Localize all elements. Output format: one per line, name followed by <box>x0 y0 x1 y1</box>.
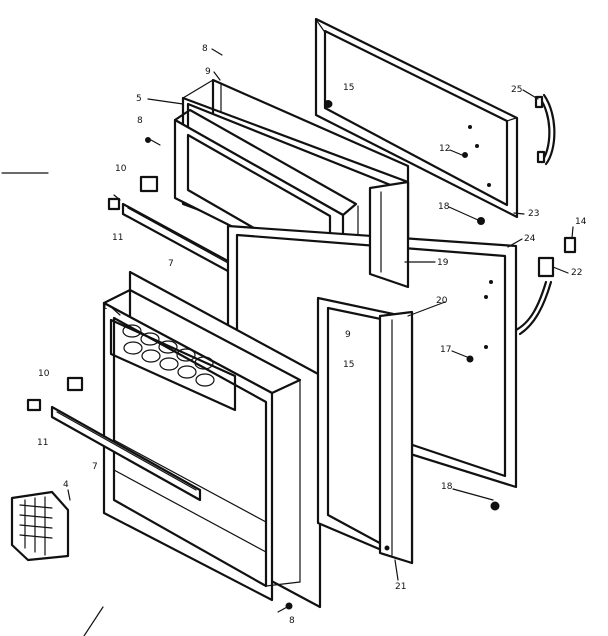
callout-4: 4 <box>63 480 69 490</box>
callout-8c: 8 <box>289 616 295 626</box>
freezer-door-outer-panel <box>314 17 519 225</box>
callout-7a: 7 <box>168 259 174 269</box>
callout-22: 22 <box>571 268 582 278</box>
stray-line-bottom <box>83 606 104 636</box>
callout-23: 23 <box>528 209 539 219</box>
callout-8b: 8 <box>137 116 143 126</box>
callout-12: 12 <box>439 144 450 154</box>
leader-lines <box>67 48 574 581</box>
callout-11a: 11 <box>112 233 123 243</box>
callout-7b: 7 <box>92 462 98 472</box>
callout-18b: 18 <box>441 482 453 492</box>
callout-17: 17 <box>440 345 451 355</box>
callout-10a: 10 <box>115 164 127 174</box>
callout-24: 24 <box>524 234 536 244</box>
fresh-food-door-handle <box>514 236 577 336</box>
callout-25: 25 <box>511 85 522 95</box>
callout-labels: 1 4 5 7 7 8 8 8 9 9 10 10 11 11 12 14 15… <box>37 44 587 626</box>
callout-14: 14 <box>575 217 587 227</box>
callout-21: 21 <box>395 582 406 592</box>
callout-9a: 9 <box>205 67 211 77</box>
bushing-icon <box>325 100 333 108</box>
callout-15b: 15 <box>343 360 354 370</box>
callout-18a: 18 <box>438 202 450 212</box>
callout-15a: 15 <box>343 83 354 93</box>
callout-5: 5 <box>136 94 142 104</box>
callout-10b: 10 <box>38 369 50 379</box>
door-shelf-rail-lower <box>26 376 202 502</box>
freezer-door-gasket <box>368 180 410 289</box>
callout-9b: 9 <box>345 330 351 340</box>
callout-1: 1 <box>102 302 108 312</box>
fresh-food-door-gasket <box>316 296 414 565</box>
callout-8a: 8 <box>202 44 208 54</box>
freezer-door-handle <box>534 93 556 166</box>
fresh-food-door-liner <box>102 270 322 609</box>
callout-11b: 11 <box>37 438 48 448</box>
callout-20: 20 <box>436 296 448 306</box>
grille <box>10 490 70 562</box>
callout-19: 19 <box>437 258 449 268</box>
egg-tray <box>109 318 237 412</box>
